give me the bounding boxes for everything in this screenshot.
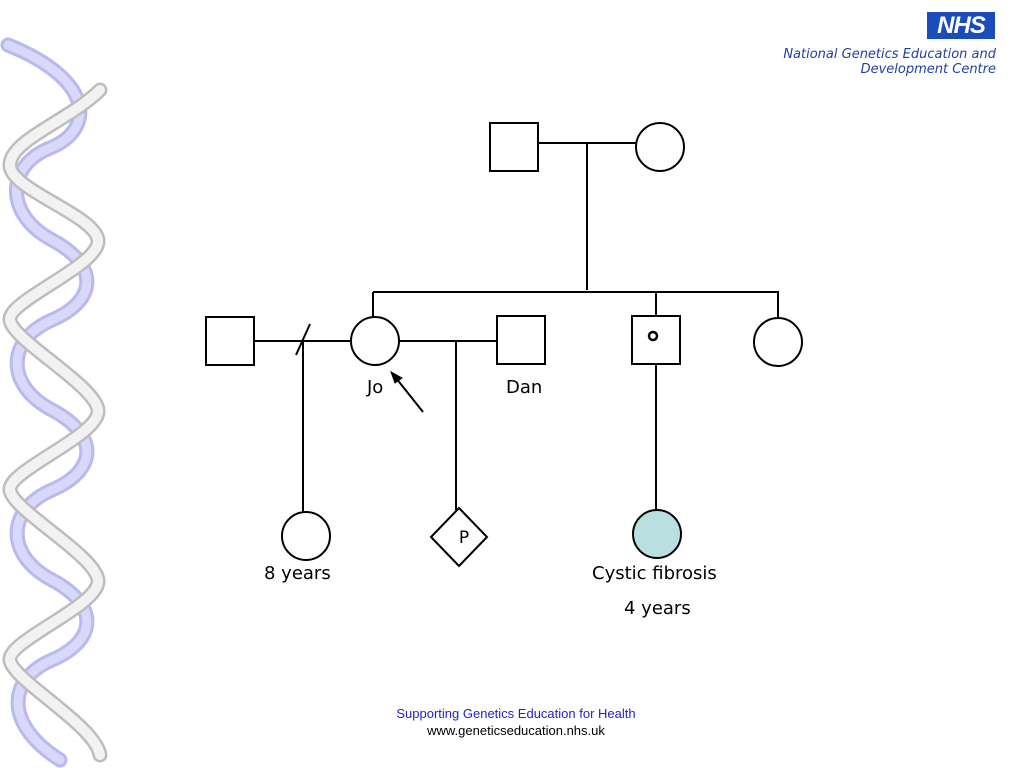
affected-condition-label: Cystic fibrosis <box>592 563 717 584</box>
sister-circle <box>753 317 803 367</box>
dan-label: Dan <box>506 377 543 398</box>
organisation-name-line2: Development Centre <box>860 62 996 77</box>
jo-label: Jo <box>367 377 384 398</box>
pregnancy-diamond <box>429 506 489 568</box>
nhs-logo-text: NHS <box>937 11 986 39</box>
helix-strand-back-inner <box>3 40 92 765</box>
pregnancy-symbol: P <box>459 528 469 548</box>
footer-url[interactable]: www.geneticseducation.nhs.uk <box>427 723 605 738</box>
footer-tagline: Supporting Genetics Education for Health <box>396 706 636 721</box>
organisation-name: National Genetics Education and Developm… <box>783 47 996 77</box>
jo-circle <box>350 316 400 366</box>
separation-mark <box>295 323 311 356</box>
proband-arrow-shaft <box>395 377 424 413</box>
dan-square <box>496 315 546 365</box>
grandfather-square <box>489 122 539 172</box>
helix-strand-front-inner <box>4 85 105 760</box>
organisation-name-line1: National Genetics Education and <box>783 47 996 62</box>
dna-helix-decoration <box>0 37 108 768</box>
daughter-circle <box>281 511 331 561</box>
grandmother-circle <box>635 122 685 172</box>
affected-child-circle <box>632 509 682 559</box>
daughter-age-label: 8 years <box>264 563 331 584</box>
nhs-logo: NHS <box>927 12 995 39</box>
ex-partner-square <box>205 316 255 366</box>
carrier-dot <box>647 330 659 342</box>
affected-age-label: 4 years <box>624 598 691 619</box>
proband-arrow-head <box>390 370 403 384</box>
